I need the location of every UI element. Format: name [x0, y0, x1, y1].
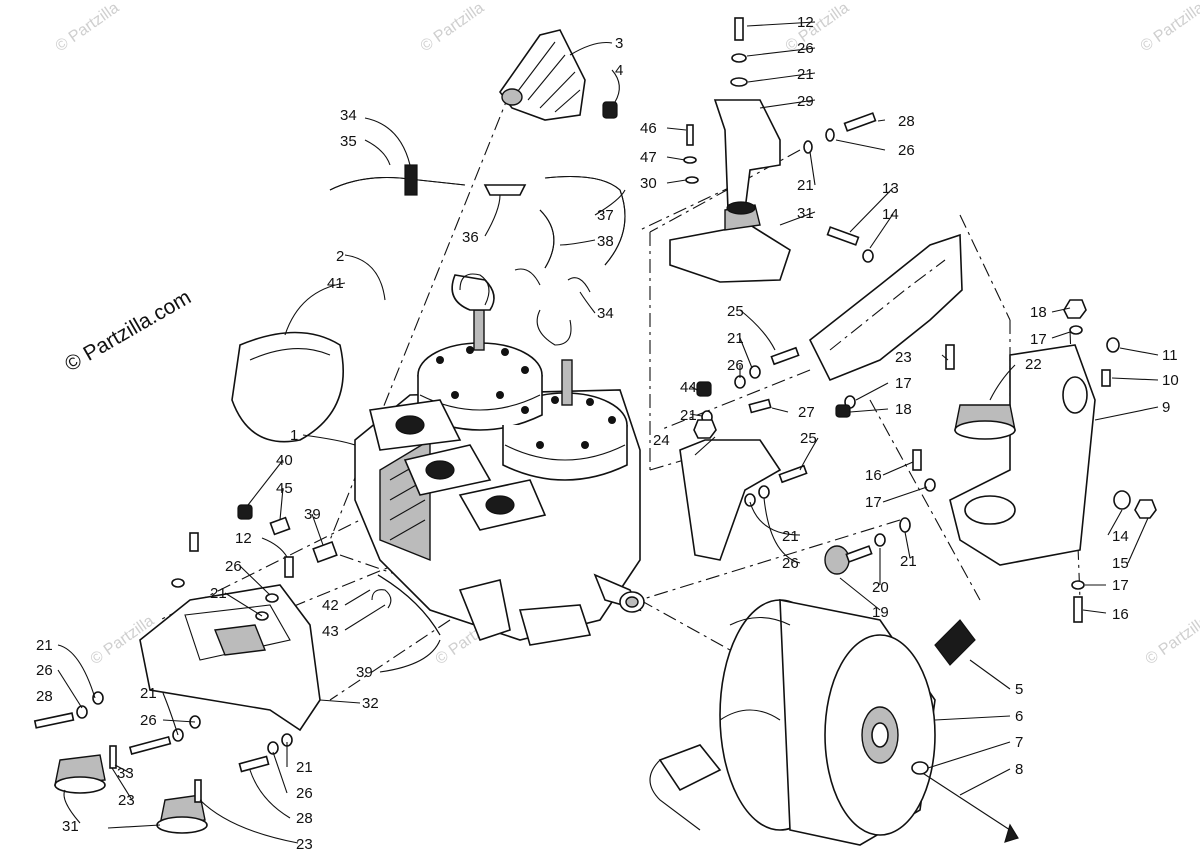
callout-8: 8 — [1015, 761, 1023, 778]
air-filter — [231, 331, 344, 443]
callout-4: 4 — [615, 62, 623, 79]
callout-26: 26 — [782, 555, 799, 572]
callout-21: 21 — [797, 66, 814, 83]
callout-17: 17 — [895, 375, 912, 392]
callout-10: 10 — [1162, 372, 1179, 389]
callout-26: 26 — [727, 357, 744, 374]
callout-13: 13 — [882, 180, 899, 197]
callout-34: 34 — [340, 107, 357, 124]
callout-43: 43 — [322, 623, 339, 640]
callout-1: 1 — [290, 427, 298, 444]
hardware — [33, 17, 1157, 803]
callout-26: 26 — [296, 785, 313, 802]
callout-11: 11 — [1162, 347, 1178, 364]
hoses — [329, 164, 626, 293]
callout-9: 9 — [1162, 399, 1170, 416]
callout-26: 26 — [140, 712, 157, 729]
callout-31: 31 — [62, 818, 79, 835]
callout-34: 34 — [597, 305, 614, 322]
callout-6: 6 — [1015, 708, 1023, 725]
callout-23: 23 — [118, 792, 135, 809]
callout-3: 3 — [615, 35, 623, 52]
callout-17: 17 — [1030, 331, 1047, 348]
callout-12: 12 — [797, 14, 814, 31]
callout-26: 26 — [898, 142, 915, 159]
callout-21: 21 — [797, 177, 814, 194]
callout-39: 39 — [356, 664, 373, 681]
callout-12: 12 — [235, 530, 252, 547]
callout-40: 40 — [276, 452, 293, 469]
callout-18: 18 — [895, 401, 912, 418]
callout-35: 35 — [340, 133, 357, 150]
callout-21: 21 — [782, 528, 799, 545]
callout-23: 23 — [296, 836, 313, 853]
callout-25: 25 — [800, 430, 817, 447]
callout-26: 26 — [797, 40, 814, 57]
left-mount-plate — [139, 584, 321, 732]
callout-42: 42 — [322, 597, 339, 614]
callout-20: 20 — [872, 579, 889, 596]
watermark: © Partzilla — [783, 0, 853, 55]
watermark: © Partzilla — [418, 0, 488, 55]
partzilla-credit: © Partzilla.com — [61, 286, 195, 377]
callout-45: 45 — [276, 480, 293, 497]
callout-labels: 3 4 34 35 36 37 38 34 2 41 1 12 26 21 29… — [36, 14, 1179, 853]
callout-38: 38 — [597, 233, 614, 250]
watermark: © Partzilla — [1138, 0, 1200, 55]
watermark: © Partzilla — [1143, 612, 1200, 668]
watermark: © Partzilla — [53, 0, 123, 55]
callout-41: 41 — [327, 275, 344, 292]
callout-39: 39 — [304, 506, 321, 523]
callout-32: 32 — [362, 695, 379, 712]
callout-47: 47 — [640, 149, 657, 166]
rubber-mounts — [54, 404, 1016, 834]
callout-21: 21 — [680, 407, 697, 424]
callout-2: 2 — [336, 248, 344, 265]
callout-28: 28 — [36, 688, 53, 705]
callout-33: 33 — [117, 765, 134, 782]
callout-28: 28 — [296, 810, 313, 827]
callout-5: 5 — [1015, 681, 1023, 698]
callout-18: 18 — [1030, 304, 1047, 321]
callout-28: 28 — [898, 113, 915, 130]
chaincase-cover — [808, 233, 963, 382]
callout-27: 27 — [798, 404, 815, 421]
callout-21: 21 — [727, 330, 744, 347]
callout-26: 26 — [225, 558, 242, 575]
callout-16: 16 — [865, 467, 882, 484]
callout-44: 44 — [680, 379, 697, 396]
callout-21: 21 — [140, 685, 157, 702]
callout-37: 37 — [597, 207, 614, 224]
callout-14: 14 — [1112, 528, 1129, 545]
drive-clutch — [649, 599, 1019, 846]
callout-16: 16 — [1112, 606, 1129, 623]
callout-23: 23 — [895, 349, 912, 366]
callout-29: 29 — [797, 93, 814, 110]
engine-block — [354, 273, 645, 646]
callout-21: 21 — [900, 553, 917, 570]
reed-cage — [499, 29, 618, 121]
leader-lines — [57, 21, 1159, 844]
callout-22: 22 — [1025, 356, 1042, 373]
callout-31: 31 — [797, 205, 814, 222]
callout-24: 24 — [653, 432, 670, 449]
callout-26: 26 — [36, 662, 53, 679]
callout-7: 7 — [1015, 734, 1023, 751]
callout-36: 36 — [462, 229, 479, 246]
upper-mount — [669, 99, 791, 283]
callout-25: 25 — [727, 303, 744, 320]
callout-21: 21 — [36, 637, 53, 654]
callout-17: 17 — [1112, 577, 1129, 594]
callout-17: 17 — [865, 494, 882, 511]
callout-21: 21 — [210, 585, 227, 602]
callout-30: 30 — [640, 175, 657, 192]
callout-14: 14 — [882, 206, 899, 223]
callout-15: 15 — [1112, 555, 1129, 572]
callout-19: 19 — [872, 604, 889, 621]
right-bracket — [679, 344, 1096, 566]
callout-46: 46 — [640, 120, 657, 137]
callout-21: 21 — [296, 759, 313, 776]
